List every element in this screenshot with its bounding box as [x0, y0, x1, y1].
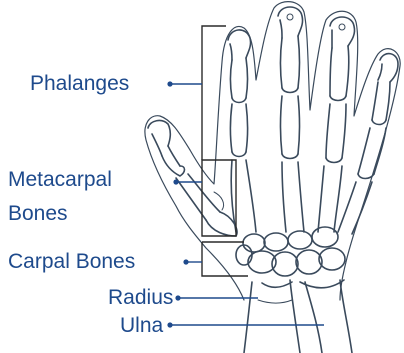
forearm-bones: [244, 280, 352, 353]
carpal-bones: [236, 227, 345, 276]
ulna-dot: [167, 322, 172, 327]
middle-finger-bones: [278, 7, 304, 232]
phalanges-dot: [167, 81, 172, 86]
carpal-dot: [183, 259, 188, 264]
radius-label: Radius: [108, 286, 173, 310]
index-finger-bones: [228, 30, 256, 232]
little-finger-bones: [338, 54, 398, 234]
hand-bones-illustration: [145, 2, 400, 353]
label-brackets: [202, 26, 248, 276]
ulna-label: Ulna: [120, 314, 163, 338]
metacarpal-label-line2: Bones: [8, 202, 68, 226]
metacarpal-label-line1: Metacarpal: [8, 168, 112, 192]
phalanges-label: Phalanges: [30, 72, 129, 96]
carpal-label: Carpal Bones: [8, 250, 135, 274]
phalanges-bracket: [202, 26, 226, 160]
carpal-bracket: [202, 242, 248, 276]
radius-dot: [175, 295, 180, 300]
metacarpal-dot: [173, 179, 178, 184]
